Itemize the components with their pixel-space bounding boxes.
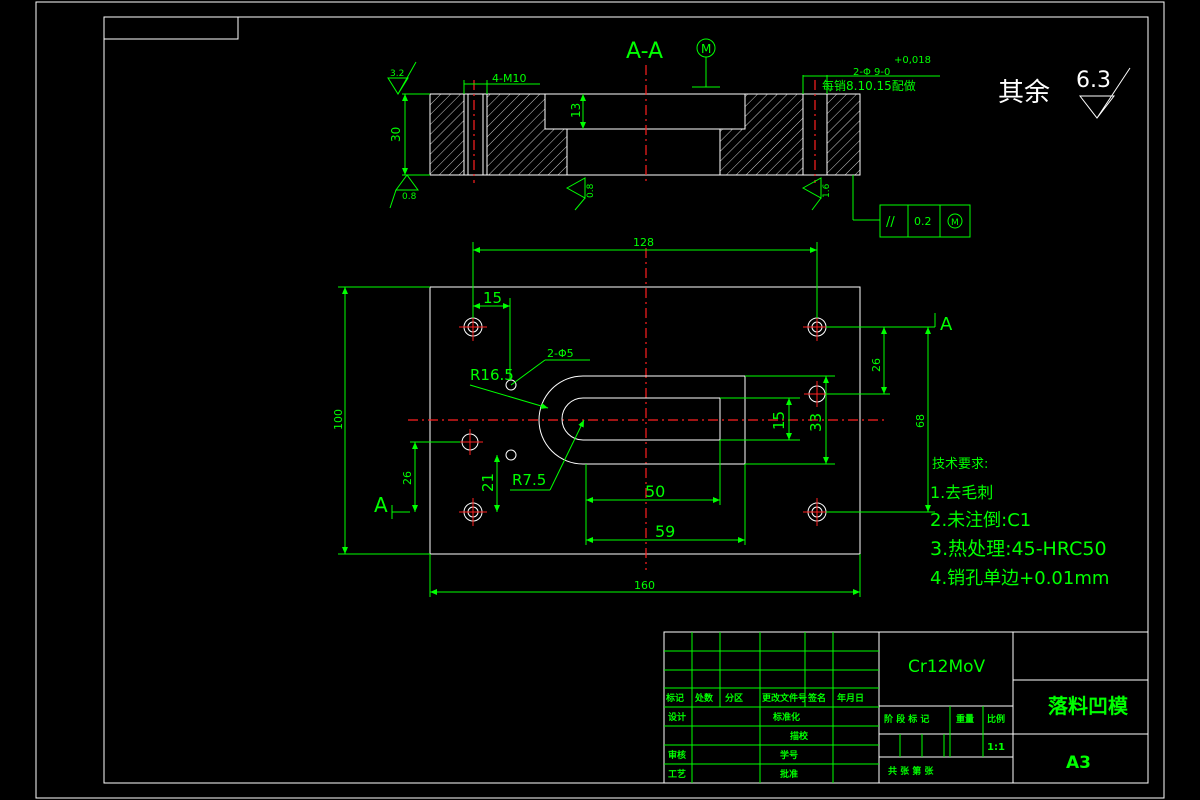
drawing-label: 3.2 <box>390 69 404 79</box>
parallel-icon: // <box>886 215 895 230</box>
drawing-label: A <box>374 493 388 517</box>
drawing-label: 0.8 <box>586 183 596 198</box>
roughness-bottom-icon: 0.8 <box>389 174 419 209</box>
outer-frame <box>35 1 1165 799</box>
sheet-size: A3 <box>1066 753 1091 773</box>
drawing-label: 批准 <box>780 768 798 780</box>
drawing-label: 年月日 <box>837 692 864 704</box>
drawing-label: 分区 <box>725 692 743 704</box>
drawing-label: 工艺 <box>668 768 686 780</box>
drawing-label: 33 <box>807 413 825 432</box>
drawing-label: 学号 <box>780 749 798 761</box>
drawing-label: 处数 <box>694 692 714 704</box>
drawing-label: 100 <box>332 409 345 430</box>
drawing-label: R7.5 <box>512 471 546 489</box>
drawing-label: 共 张 第 张 <box>888 765 934 777</box>
m-symbol: M <box>701 42 711 56</box>
drawing-label: 更改文件号 <box>762 692 807 704</box>
thread-label: 4-M10 <box>492 72 526 85</box>
tol-plus: +0,018 <box>894 55 931 66</box>
technical-requirements: 技术要求: 1.去毛刺 2.未注倒:C1 3.热处理:45-HRC50 4.销孔… <box>930 457 1109 589</box>
drawing-label: 审核 <box>668 749 686 761</box>
tol-note: 每销8.10.15配做 <box>822 78 916 93</box>
drawing-label: 15 <box>483 289 502 307</box>
drawing-label: 描校 <box>790 730 809 742</box>
scale-value: 1:1 <box>987 742 1005 753</box>
drawing-label: 0.2 <box>914 215 932 228</box>
drawing-label: 1.6 <box>822 183 832 198</box>
thickness-label: 30 <box>389 127 403 142</box>
drawing-label: A <box>940 314 953 335</box>
roughness-left-icon: 0.8 <box>565 177 596 211</box>
drawing-label: 50 <box>645 482 665 501</box>
drawing-label: 设计 <box>668 711 686 723</box>
drawing-label: 重量 <box>956 713 974 725</box>
drawing-label: 26 <box>870 358 883 372</box>
section-title: A-A <box>626 39 663 64</box>
tech-req-item: 3.热处理:45-HRC50 <box>930 538 1107 560</box>
roughness-top-icon: 3.2 <box>387 61 417 95</box>
feature-control-frame: // 0.2 M <box>879 204 971 238</box>
die-slot <box>538 375 746 465</box>
drawing-label: M <box>951 218 959 228</box>
roughness-right-icon: 1.6 <box>801 177 832 211</box>
tech-req-item: 2.未注倒:C1 <box>930 510 1031 531</box>
tech-req-title: 技术要求: <box>932 457 988 472</box>
plan-view: 128 15 2-Φ5 R16.5 R7.5 100 26 21 A <box>332 236 953 597</box>
drawing-label: 21 <box>479 473 497 492</box>
drawing-label: 2-Φ5 <box>547 347 574 360</box>
drawing-label: 签名 <box>807 692 826 704</box>
drawing-label: 比例 <box>987 713 1005 725</box>
title-block: Cr12MoV 落料凹模 A3 1:1 标记 处数 分区 更改文件号 签名 年月… <box>663 631 1149 784</box>
remaining-roughness: 其余 6.3 <box>998 67 1131 119</box>
section-body <box>429 65 861 185</box>
material: Cr12MoV <box>908 657 986 677</box>
drawing-label: 15 <box>770 411 788 430</box>
drawing-label: 59 <box>655 522 675 541</box>
drawing-label: 其余 <box>998 78 1050 108</box>
drawing-label: 阶 段 标 记 <box>884 713 929 725</box>
tech-req-item: 4.销孔单边+0.01mm <box>930 568 1109 589</box>
drawing-label: 68 <box>914 414 927 428</box>
section-view: A-A M <box>387 38 971 238</box>
drawing-label: R16.5 <box>470 366 514 384</box>
drawing-label: 128 <box>633 236 654 249</box>
drawing-label: 26 <box>401 471 414 485</box>
part-name: 落料凹模 <box>1048 694 1129 718</box>
tech-req-item: 1.去毛刺 <box>930 483 993 502</box>
drawing-label: 标准化 <box>772 711 800 723</box>
drawing-label: 0.8 <box>402 192 417 202</box>
drawing-label: 160 <box>634 579 655 592</box>
drawing-label: 6.3 <box>1076 68 1111 93</box>
depth-label: 13 <box>569 103 583 118</box>
drawing-label: 标记 <box>665 692 684 704</box>
tol-line: 2-Φ 9-0 <box>853 67 890 78</box>
